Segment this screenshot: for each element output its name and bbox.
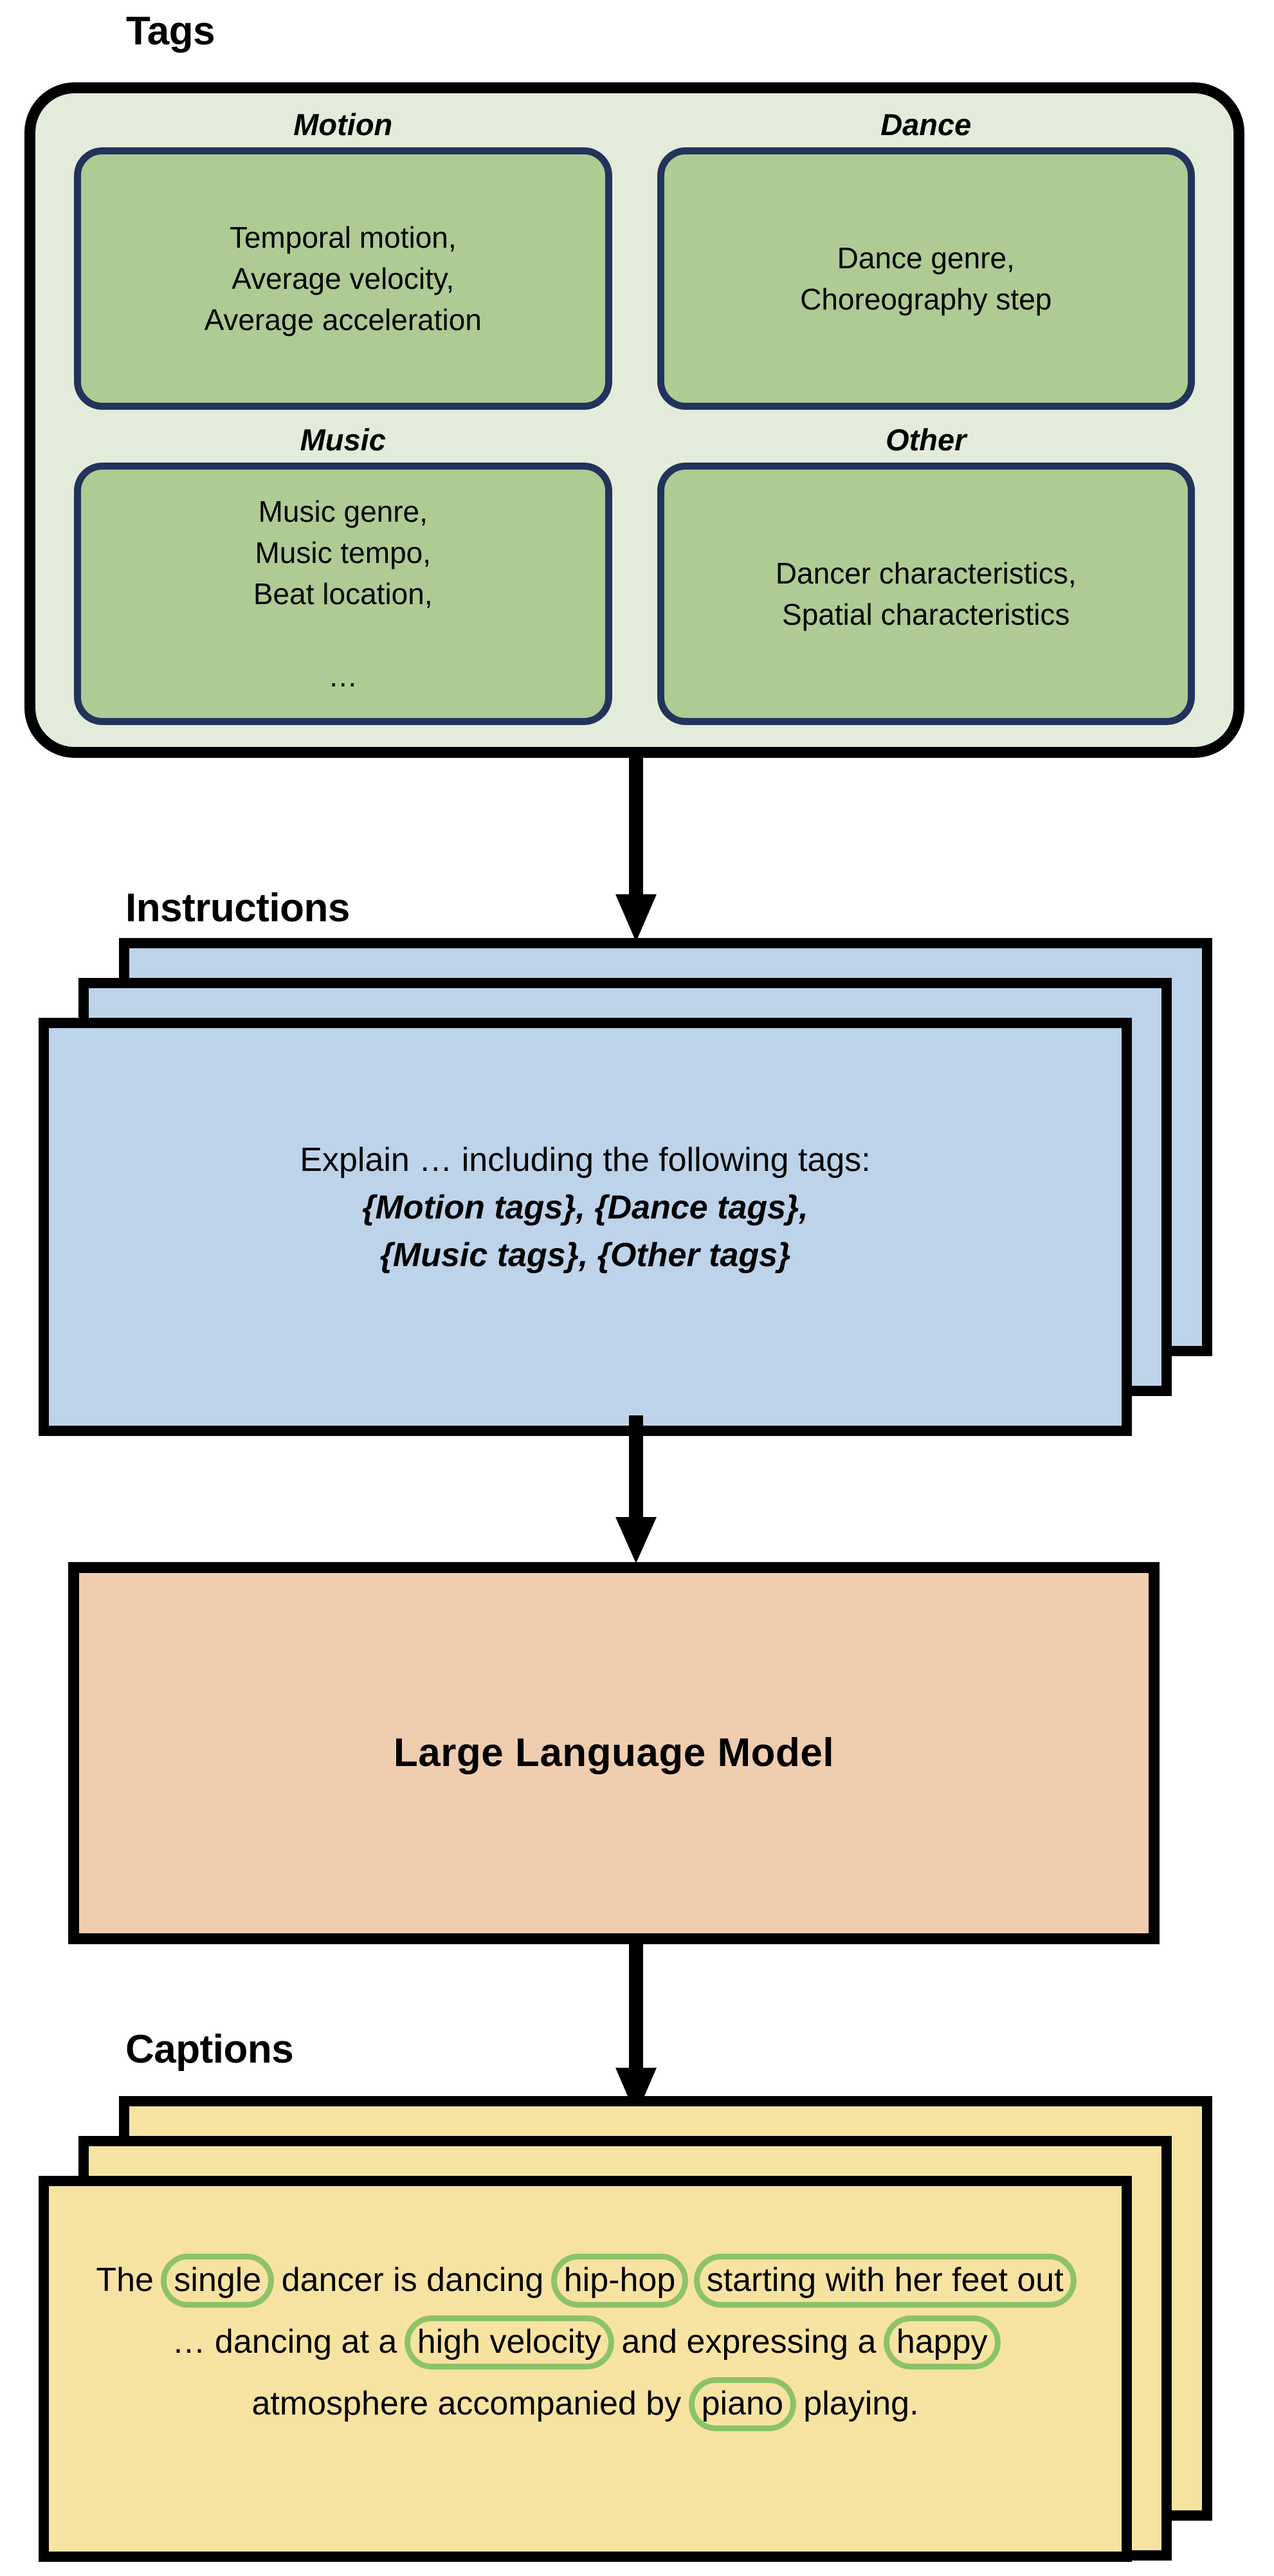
caption-highlight-11: piano <box>688 2377 796 2431</box>
large-language-model-label: Large Language Model <box>393 1731 835 1775</box>
caption-highlight-1: single <box>161 2254 275 2308</box>
caption-run-0: The <box>96 2261 163 2299</box>
tag-group-motion: Motion Temporal motion, Average velocity… <box>74 105 612 410</box>
tag-card-music[interactable]: Music genre, Music tempo, Beat location,… <box>74 463 612 725</box>
caption-highlight-9: happy <box>883 2315 1001 2369</box>
instructions-section-label: Instructions <box>125 886 350 930</box>
arrow-down-icon-model-to-captions <box>613 1944 659 2117</box>
tag-card-text-music: Music genre, Music tempo, Beat location,… <box>253 495 433 693</box>
arrow-down-icon-instructions-to-model <box>613 1415 659 1565</box>
caption-text: The single dancer is dancing hip-hop sta… <box>82 2249 1088 2434</box>
tag-card-text-motion: Temporal motion, Average velocity, Avera… <box>204 221 482 336</box>
tag-group-other: Other Dancer characteristics, Spatial ch… <box>657 420 1195 725</box>
instruction-line-3: {Music tags}, {Other tags} <box>379 1237 791 1274</box>
caption-run-2: dancer is dancing <box>272 2261 553 2299</box>
large-language-model-box[interactable]: Large Language Model <box>68 1562 1160 1944</box>
tag-card-text-dance: Dance genre, Choreography step <box>800 241 1052 316</box>
caption-run-6: … dancing at a <box>172 2323 406 2360</box>
instruction-line-1: Explain … including the following tags: <box>300 1141 871 1179</box>
caption-run-8: and expressing a <box>612 2323 886 2360</box>
tag-card-motion[interactable]: Temporal motion, Average velocity, Avera… <box>74 147 612 410</box>
tag-group-dance: Dance Dance genre, Choreography step <box>657 105 1195 410</box>
tag-card-other[interactable]: Dancer characteristics, Spatial characte… <box>657 463 1195 725</box>
tags-container: Motion Temporal motion, Average velocity… <box>24 82 1244 758</box>
caption-highlight-7: high velocity <box>404 2315 614 2369</box>
tag-group-music: Music Music genre, Music tempo, Beat loc… <box>74 420 612 725</box>
caption-run-10: atmosphere accompanied by <box>251 2385 691 2422</box>
tag-card-text-other: Dancer characteristics, Spatial characte… <box>775 557 1077 631</box>
instruction-line-2: {Motion tags}, {Dance tags}, <box>362 1189 808 1226</box>
tag-group-title-other: Other <box>886 423 967 457</box>
tags-section-label: Tags <box>126 9 215 53</box>
captions-section-label: Captions <box>125 2027 294 2072</box>
caption-sheet-front[interactable]: The single dancer is dancing hip-hop sta… <box>39 2176 1132 2562</box>
tag-group-title-dance: Dance <box>880 107 972 142</box>
caption-highlight-3: hip-hop <box>551 2254 689 2308</box>
arrow-down-icon-tags-to-instructions <box>613 758 659 943</box>
caption-run-12: playing. <box>794 2385 919 2422</box>
tag-group-title-motion: Motion <box>293 107 393 142</box>
tag-group-title-music: Music <box>300 423 386 457</box>
tag-card-dance[interactable]: Dance genre, Choreography step <box>657 147 1195 410</box>
tags-grid: Motion Temporal motion, Average velocity… <box>35 93 1233 747</box>
instruction-sheet-front[interactable]: Explain … including the following tags: … <box>39 1018 1132 1436</box>
caption-highlight-5: starting with her feet out <box>693 2254 1077 2308</box>
